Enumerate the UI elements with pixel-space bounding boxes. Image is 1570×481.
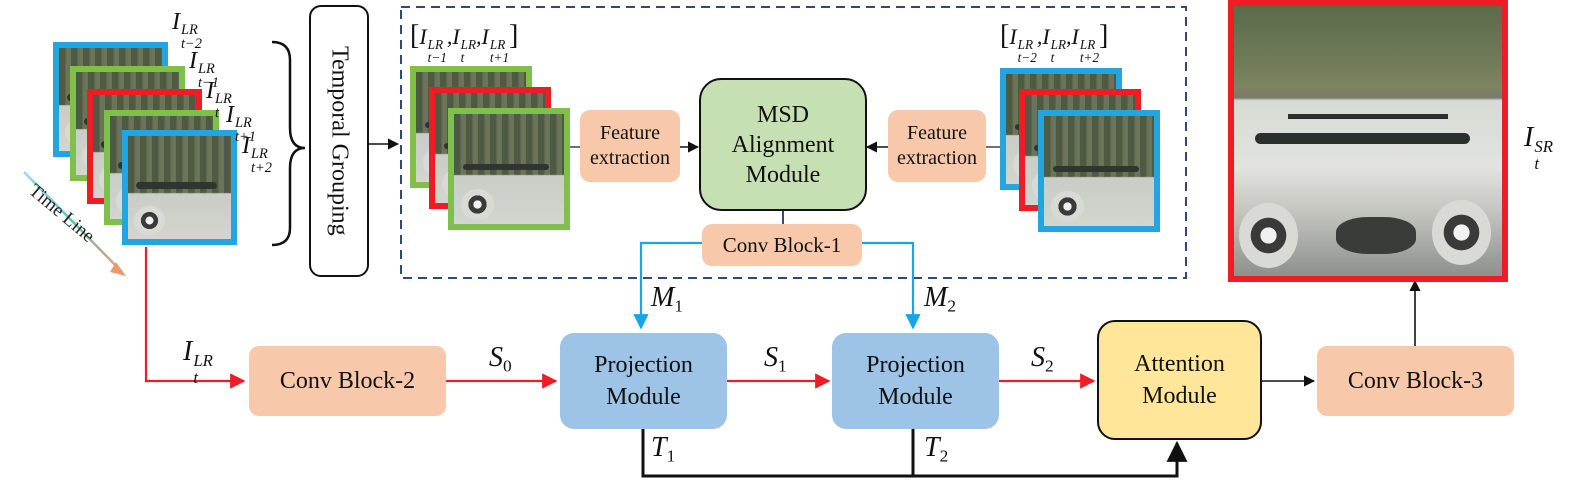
label-t2: T2 (924, 432, 949, 466)
arrow-conv1-to-proj2 (862, 241, 921, 330)
label-s1: S1 (764, 342, 787, 376)
alignment-group-border (400, 6, 1187, 279)
grouping-brace (271, 40, 306, 247)
label-t1: T1 (651, 432, 676, 466)
temporal-grouping-label: Temporal Grouping (326, 46, 353, 236)
label-s0: S0 (489, 342, 512, 376)
output-sr-image (1228, 0, 1508, 282)
group-right-frame-3 (1038, 110, 1160, 232)
arrow-conv1-to-proj1 (633, 241, 702, 330)
input-frame-t-plus-2 (122, 130, 237, 245)
label-m2: M2 (924, 282, 957, 316)
arrow-t-to-attention (641, 429, 1188, 478)
arrow-input-to-conv2 (144, 247, 246, 389)
timeline-arrow (23, 171, 123, 273)
label-s2: S2 (1031, 342, 1054, 376)
conv-block-3: Conv Block-3 (1317, 346, 1514, 416)
conv-block-2: Conv Block-2 (249, 346, 446, 416)
temporal-grouping-box: Temporal Grouping (309, 5, 369, 277)
label-m1: M1 (651, 282, 684, 316)
group-left-frame-3 (448, 108, 570, 230)
conv-block-1: Conv Block-1 (702, 224, 862, 266)
